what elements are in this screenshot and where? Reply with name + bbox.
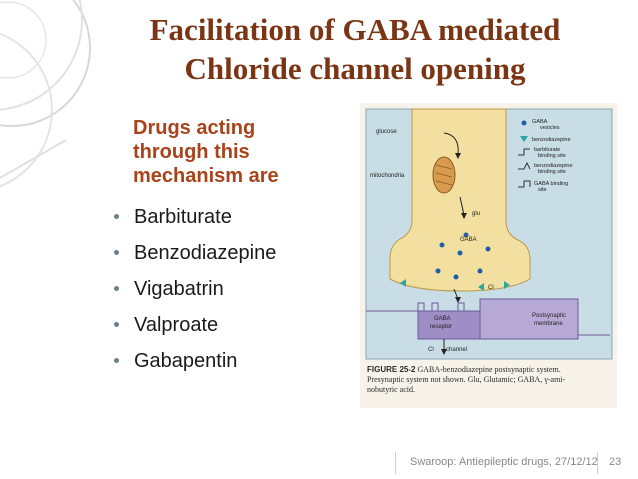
legend-gaba-vesicles-1: GABA [532, 119, 548, 125]
intro-line-2: through this [133, 141, 250, 163]
list-item-label: Benzodiazepine [134, 242, 277, 264]
figure-caption-label: FIGURE 25-2 [367, 365, 416, 374]
label-gaba: GABA [460, 237, 477, 243]
label-gaba-receptor-1: GABA [434, 316, 451, 322]
legend-barbiturate-1: barbiturate [534, 147, 560, 153]
legend-barbiturate-2: binding site [538, 153, 566, 159]
figure-caption-line-1: GABA-benzodiazepine postsynaptic system. [417, 365, 561, 374]
list-item: Barbiturate [112, 205, 276, 241]
figure-caption-line-3: nobutyric acid. [367, 385, 415, 394]
intro-line-1: Drugs acting [133, 117, 256, 139]
slide-title-line-1: Facilitation of GABA mediated [149, 12, 561, 47]
slide-title: Facilitation of GABA mediated Chloride c… [100, 10, 610, 88]
footer-divider [395, 452, 396, 474]
bullet-icon [114, 322, 119, 327]
intro-line-3: mechanism are [133, 165, 279, 187]
label-mitochondria: mitochondria [370, 173, 405, 179]
list-item-label: Vigabatrin [134, 278, 224, 300]
legend-gaba-site-1: GABA binding [534, 181, 568, 187]
label-gaba-receptor-2: receptor [430, 324, 452, 330]
list-item: Valproate [112, 313, 276, 349]
legend-benzo-site-1: benzodiazepine [534, 163, 573, 169]
legend-gaba-site-2: site [538, 187, 547, 193]
bullet-icon [114, 250, 119, 255]
presynaptic-terminal [389, 108, 531, 292]
list-item-label: Barbiturate [134, 206, 232, 228]
label-postsynaptic-1: Postsynaptic [532, 313, 566, 319]
intro-text: Drugs acting through this mechanism are [133, 116, 343, 188]
bullet-icon [114, 358, 119, 363]
label-cl-channel: Cl [428, 347, 434, 353]
footer-divider [597, 452, 598, 474]
label-channel: channel [446, 347, 467, 353]
page-number: 23 [609, 456, 622, 468]
list-item: Gabapentin [112, 349, 276, 385]
footer-text: Swaroop: Antiepileptic drugs, 27/12/12 [410, 456, 598, 468]
list-item: Vigabatrin [112, 277, 276, 313]
legend-benzodiazepine: benzodiazepine [532, 137, 571, 143]
figure-caption: FIGURE 25-2 GABA-benzodiazepine postsyna… [367, 365, 613, 395]
legend-benzo-site-2: binding site [538, 169, 566, 175]
label-glu: glu [472, 211, 480, 217]
bullet-icon [114, 286, 119, 291]
bullet-icon [114, 214, 119, 219]
list-item: Benzodiazepine [112, 241, 276, 277]
legend-gaba-vesicles-2: vesicles [540, 125, 560, 131]
list-item-label: Gabapentin [134, 350, 238, 372]
figure-caption-line-2: Presynaptic system not shown. Glu, Gluta… [367, 375, 566, 384]
label-postsynaptic-2: membrane [534, 321, 563, 327]
drug-list: Barbiturate Benzodiazepine Vigabatrin Va… [112, 205, 276, 385]
list-item-label: Valproate [134, 314, 219, 336]
postsynaptic-membrane [479, 298, 579, 340]
label-glucose: glucose [376, 129, 397, 135]
slide-title-line-2: Chloride channel opening [184, 51, 526, 86]
synapse-figure: glucose mitochondria glu GABA Cl GABA re… [360, 103, 617, 408]
label-cl-top: Cl [488, 285, 494, 291]
